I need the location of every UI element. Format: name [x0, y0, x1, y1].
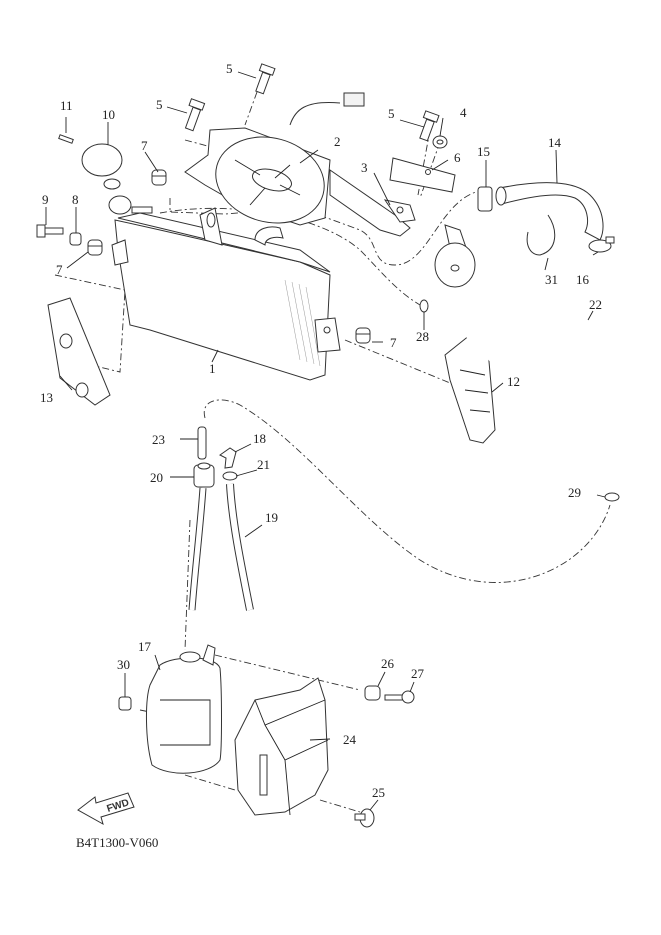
horn — [434, 224, 476, 288]
label-5b: 5 — [156, 97, 163, 112]
label-4: 4 — [460, 105, 467, 120]
screw-11[interactable] — [58, 134, 74, 144]
hose-clamp-16[interactable] — [588, 236, 615, 253]
assembly-lines — [54, 91, 611, 813]
fan-bracket[interactable] — [329, 169, 416, 237]
leader-lines — [45, 71, 606, 811]
label-14: 14 — [548, 135, 562, 150]
label-1: 1 — [209, 361, 216, 376]
label-7a: 7 — [141, 138, 148, 153]
label-15: 15 — [477, 144, 490, 159]
bolt-5a[interactable] — [255, 63, 276, 95]
label-26: 26 — [381, 656, 395, 671]
forward-arrow-icon — [77, 792, 135, 826]
cooling-fan[interactable] — [184, 92, 365, 235]
label-7c: 7 — [390, 335, 397, 350]
hose-18[interactable] — [219, 447, 237, 469]
label-5a: 5 — [226, 61, 233, 76]
label-17: 17 — [138, 639, 152, 654]
pipe-23[interactable] — [197, 426, 207, 460]
clip-29[interactable] — [604, 492, 620, 502]
label-8: 8 — [72, 192, 79, 207]
bolt-27[interactable] — [384, 690, 415, 704]
radiator[interactable] — [111, 207, 341, 381]
grommet-7a[interactable] — [151, 169, 167, 186]
bolt-5c[interactable] — [419, 110, 440, 142]
label-28: 28 — [416, 329, 429, 344]
label-23: 23 — [152, 432, 165, 447]
label-13: 13 — [40, 390, 53, 405]
grommet-7b[interactable] — [87, 239, 103, 256]
label-24: 24 — [343, 732, 357, 747]
label-3: 3 — [361, 160, 368, 175]
label-18: 18 — [253, 431, 266, 446]
joint-15[interactable] — [477, 186, 493, 212]
clamp-21[interactable] — [222, 471, 238, 481]
side-cover-13[interactable] — [47, 297, 111, 406]
radiator-cap-10[interactable] — [81, 143, 153, 215]
rivet-25[interactable] — [354, 808, 375, 828]
label-9: 9 — [42, 192, 49, 207]
label-10: 10 — [102, 107, 115, 122]
label-16: 16 — [576, 272, 590, 287]
damper-30[interactable] — [118, 696, 132, 711]
joint-20[interactable] — [193, 462, 215, 488]
part-labels: 1 2 3 4 5 5 5 6 7 7 7 8 9 10 11 12 13 14… — [40, 61, 602, 800]
label-29: 29 — [568, 485, 581, 500]
label-20: 20 — [150, 470, 163, 485]
reservoir-cover-24[interactable] — [234, 677, 329, 816]
label-19: 19 — [265, 510, 278, 525]
label-5c: 5 — [388, 106, 395, 121]
collar-26[interactable] — [364, 685, 381, 701]
hose-holder-31[interactable] — [526, 214, 556, 256]
label-2: 2 — [334, 134, 341, 149]
nut-4[interactable] — [432, 135, 448, 149]
label-30: 30 — [117, 657, 130, 672]
label-6: 6 — [454, 150, 461, 165]
collar-8[interactable] — [69, 232, 82, 246]
hose-14[interactable] — [495, 182, 604, 241]
label-27: 27 — [411, 666, 425, 681]
diagram-code: B4T1300-V060 — [76, 835, 158, 850]
coolant-reservoir-17[interactable] — [146, 644, 222, 774]
horn-bracket[interactable] — [389, 157, 456, 193]
label-22: 22 — [589, 297, 602, 312]
label-25: 25 — [372, 785, 385, 800]
hose-19[interactable] — [188, 483, 254, 611]
label-31: 31 — [545, 272, 558, 287]
overflow-hose-22[interactable] — [431, 298, 613, 486]
label-12: 12 — [507, 374, 520, 389]
label-11: 11 — [60, 98, 73, 113]
clip-28[interactable] — [419, 299, 429, 313]
label-21: 21 — [257, 457, 270, 472]
forward-direction-indicator: FWD — [77, 792, 135, 826]
bolt-9[interactable] — [36, 224, 64, 238]
bolt-5b[interactable] — [184, 98, 206, 132]
label-7b: 7 — [56, 262, 63, 277]
grommet-7c[interactable] — [355, 327, 371, 344]
